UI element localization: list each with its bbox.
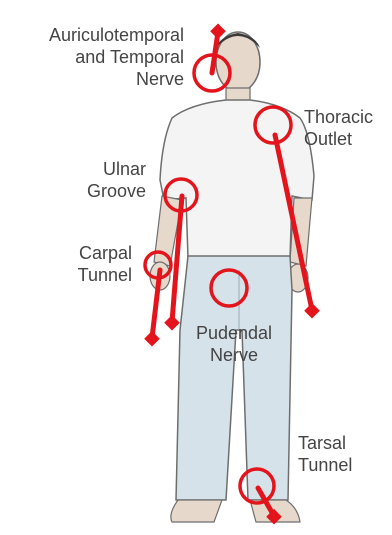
label-tarsal-tunnel: Tarsal Tunnel xyxy=(298,432,352,476)
label-auriculotemporal-line2: and Temporal xyxy=(4,46,184,68)
left-foot xyxy=(171,500,222,522)
pants xyxy=(176,256,292,500)
label-tarsal-tunnel-line1: Tarsal xyxy=(298,432,352,454)
label-auriculotemporal-line1: Auriculotemporal xyxy=(4,24,184,46)
auriculotemporal-endcap xyxy=(210,24,226,40)
label-carpal-tunnel: Carpal Tunnel xyxy=(40,242,132,286)
label-pudendal-nerve-line2: Nerve xyxy=(184,344,284,366)
label-carpal-tunnel-line2: Tunnel xyxy=(40,264,132,286)
thoracic-outlet-endcap xyxy=(304,303,320,319)
label-pudendal-nerve: Pudendal Nerve xyxy=(184,322,284,366)
label-auriculotemporal-line3: Nerve xyxy=(4,68,184,90)
label-auriculotemporal: Auriculotemporal and Temporal Nerve xyxy=(4,24,184,90)
label-thoracic-outlet-line2: Outlet xyxy=(304,128,373,150)
label-ulnar-groove-line1: Ulnar xyxy=(50,158,146,180)
label-thoracic-outlet-line1: Thoracic xyxy=(304,106,373,128)
label-pudendal-nerve-line1: Pudendal xyxy=(184,322,284,344)
ulnar-groove-endcap xyxy=(164,315,180,331)
label-ulnar-groove-line2: Groove xyxy=(50,180,146,202)
label-ulnar-groove: Ulnar Groove xyxy=(50,158,146,202)
label-thoracic-outlet: Thoracic Outlet xyxy=(304,106,373,150)
carpal-tunnel-endcap xyxy=(144,331,160,347)
label-tarsal-tunnel-line2: Tunnel xyxy=(298,454,352,476)
label-carpal-tunnel-line1: Carpal xyxy=(40,242,132,264)
